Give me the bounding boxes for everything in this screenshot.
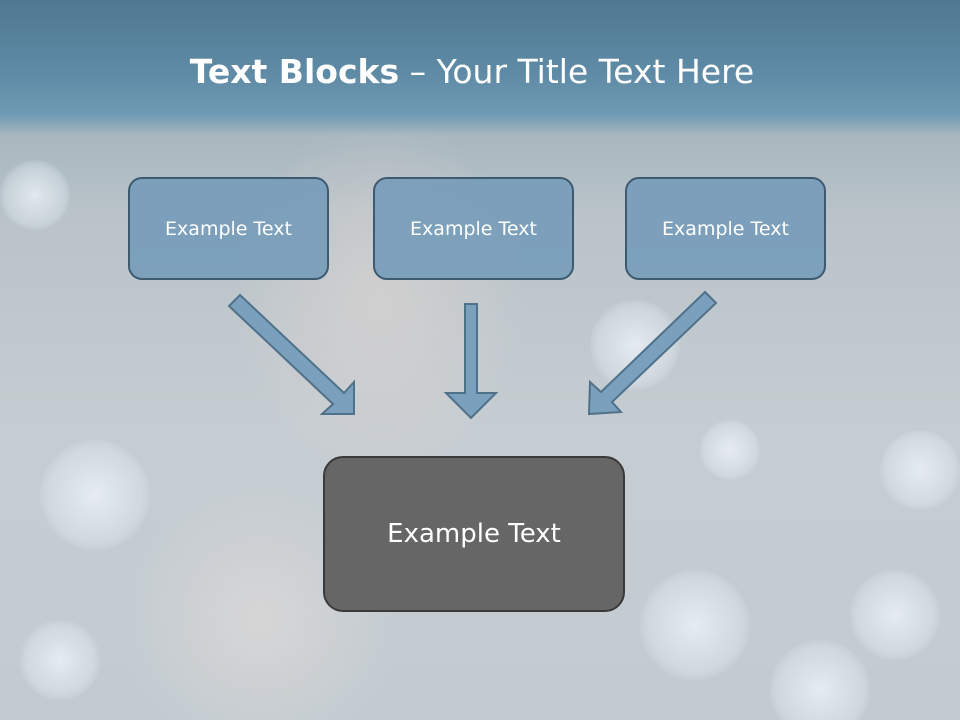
slide-title: Text Blocks – Your Title Text Here: [0, 52, 944, 91]
text-block-1: Example Text: [128, 177, 329, 280]
arrow-middle: [443, 303, 499, 420]
text-block-3: Example Text: [625, 177, 826, 280]
header-band: [0, 0, 960, 135]
title-dash: –: [399, 52, 437, 91]
title-rest: Your Title Text Here: [436, 52, 755, 91]
result-block: Example Text: [323, 456, 625, 612]
title-bold: Text Blocks: [189, 52, 400, 91]
arrow-right: [587, 290, 718, 416]
arrow-left: [227, 293, 355, 415]
text-block-2: Example Text: [373, 177, 574, 280]
